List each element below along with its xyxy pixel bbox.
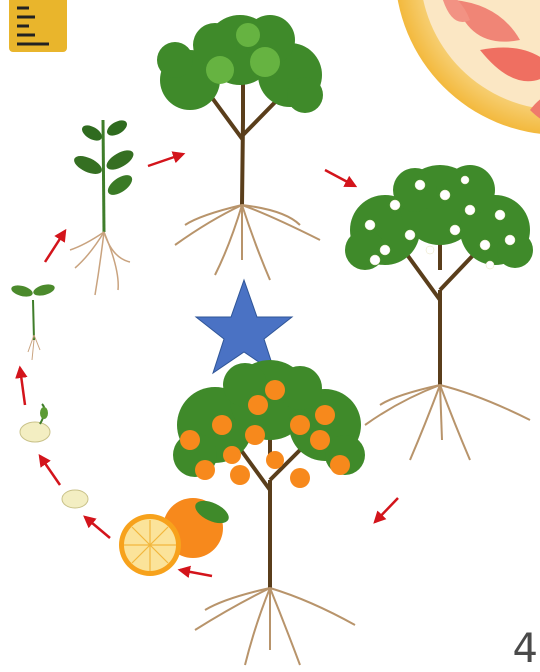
seed-icon bbox=[62, 490, 88, 508]
sprouting-seed-icon bbox=[20, 404, 50, 442]
arrow-flowering-to-fruiting bbox=[375, 498, 398, 522]
grapefruit-slice-icon bbox=[395, 0, 540, 135]
tree-icon bbox=[157, 15, 323, 280]
young-plant-icon bbox=[70, 117, 136, 295]
arrow-seedling-to-young-plant bbox=[45, 231, 65, 262]
menu-lines-icon bbox=[9, 0, 67, 52]
orange-fruit-icon bbox=[119, 496, 232, 576]
corner-number: 4 bbox=[513, 629, 538, 669]
arrow-young-plant-to-tree bbox=[148, 154, 183, 166]
star-icon bbox=[196, 280, 292, 373]
arrow-fruiting-to-fruit bbox=[180, 570, 212, 576]
arrow-fruit-to-seed bbox=[85, 517, 110, 538]
arrow-seed-to-germinating bbox=[40, 456, 60, 485]
arrow-germinating-to-seedling bbox=[20, 368, 25, 405]
arrow-tree-to-flowering bbox=[325, 170, 355, 186]
flowering-tree-icon bbox=[345, 165, 533, 460]
seedling-icon bbox=[10, 282, 56, 360]
menu-icon[interactable] bbox=[9, 0, 67, 52]
